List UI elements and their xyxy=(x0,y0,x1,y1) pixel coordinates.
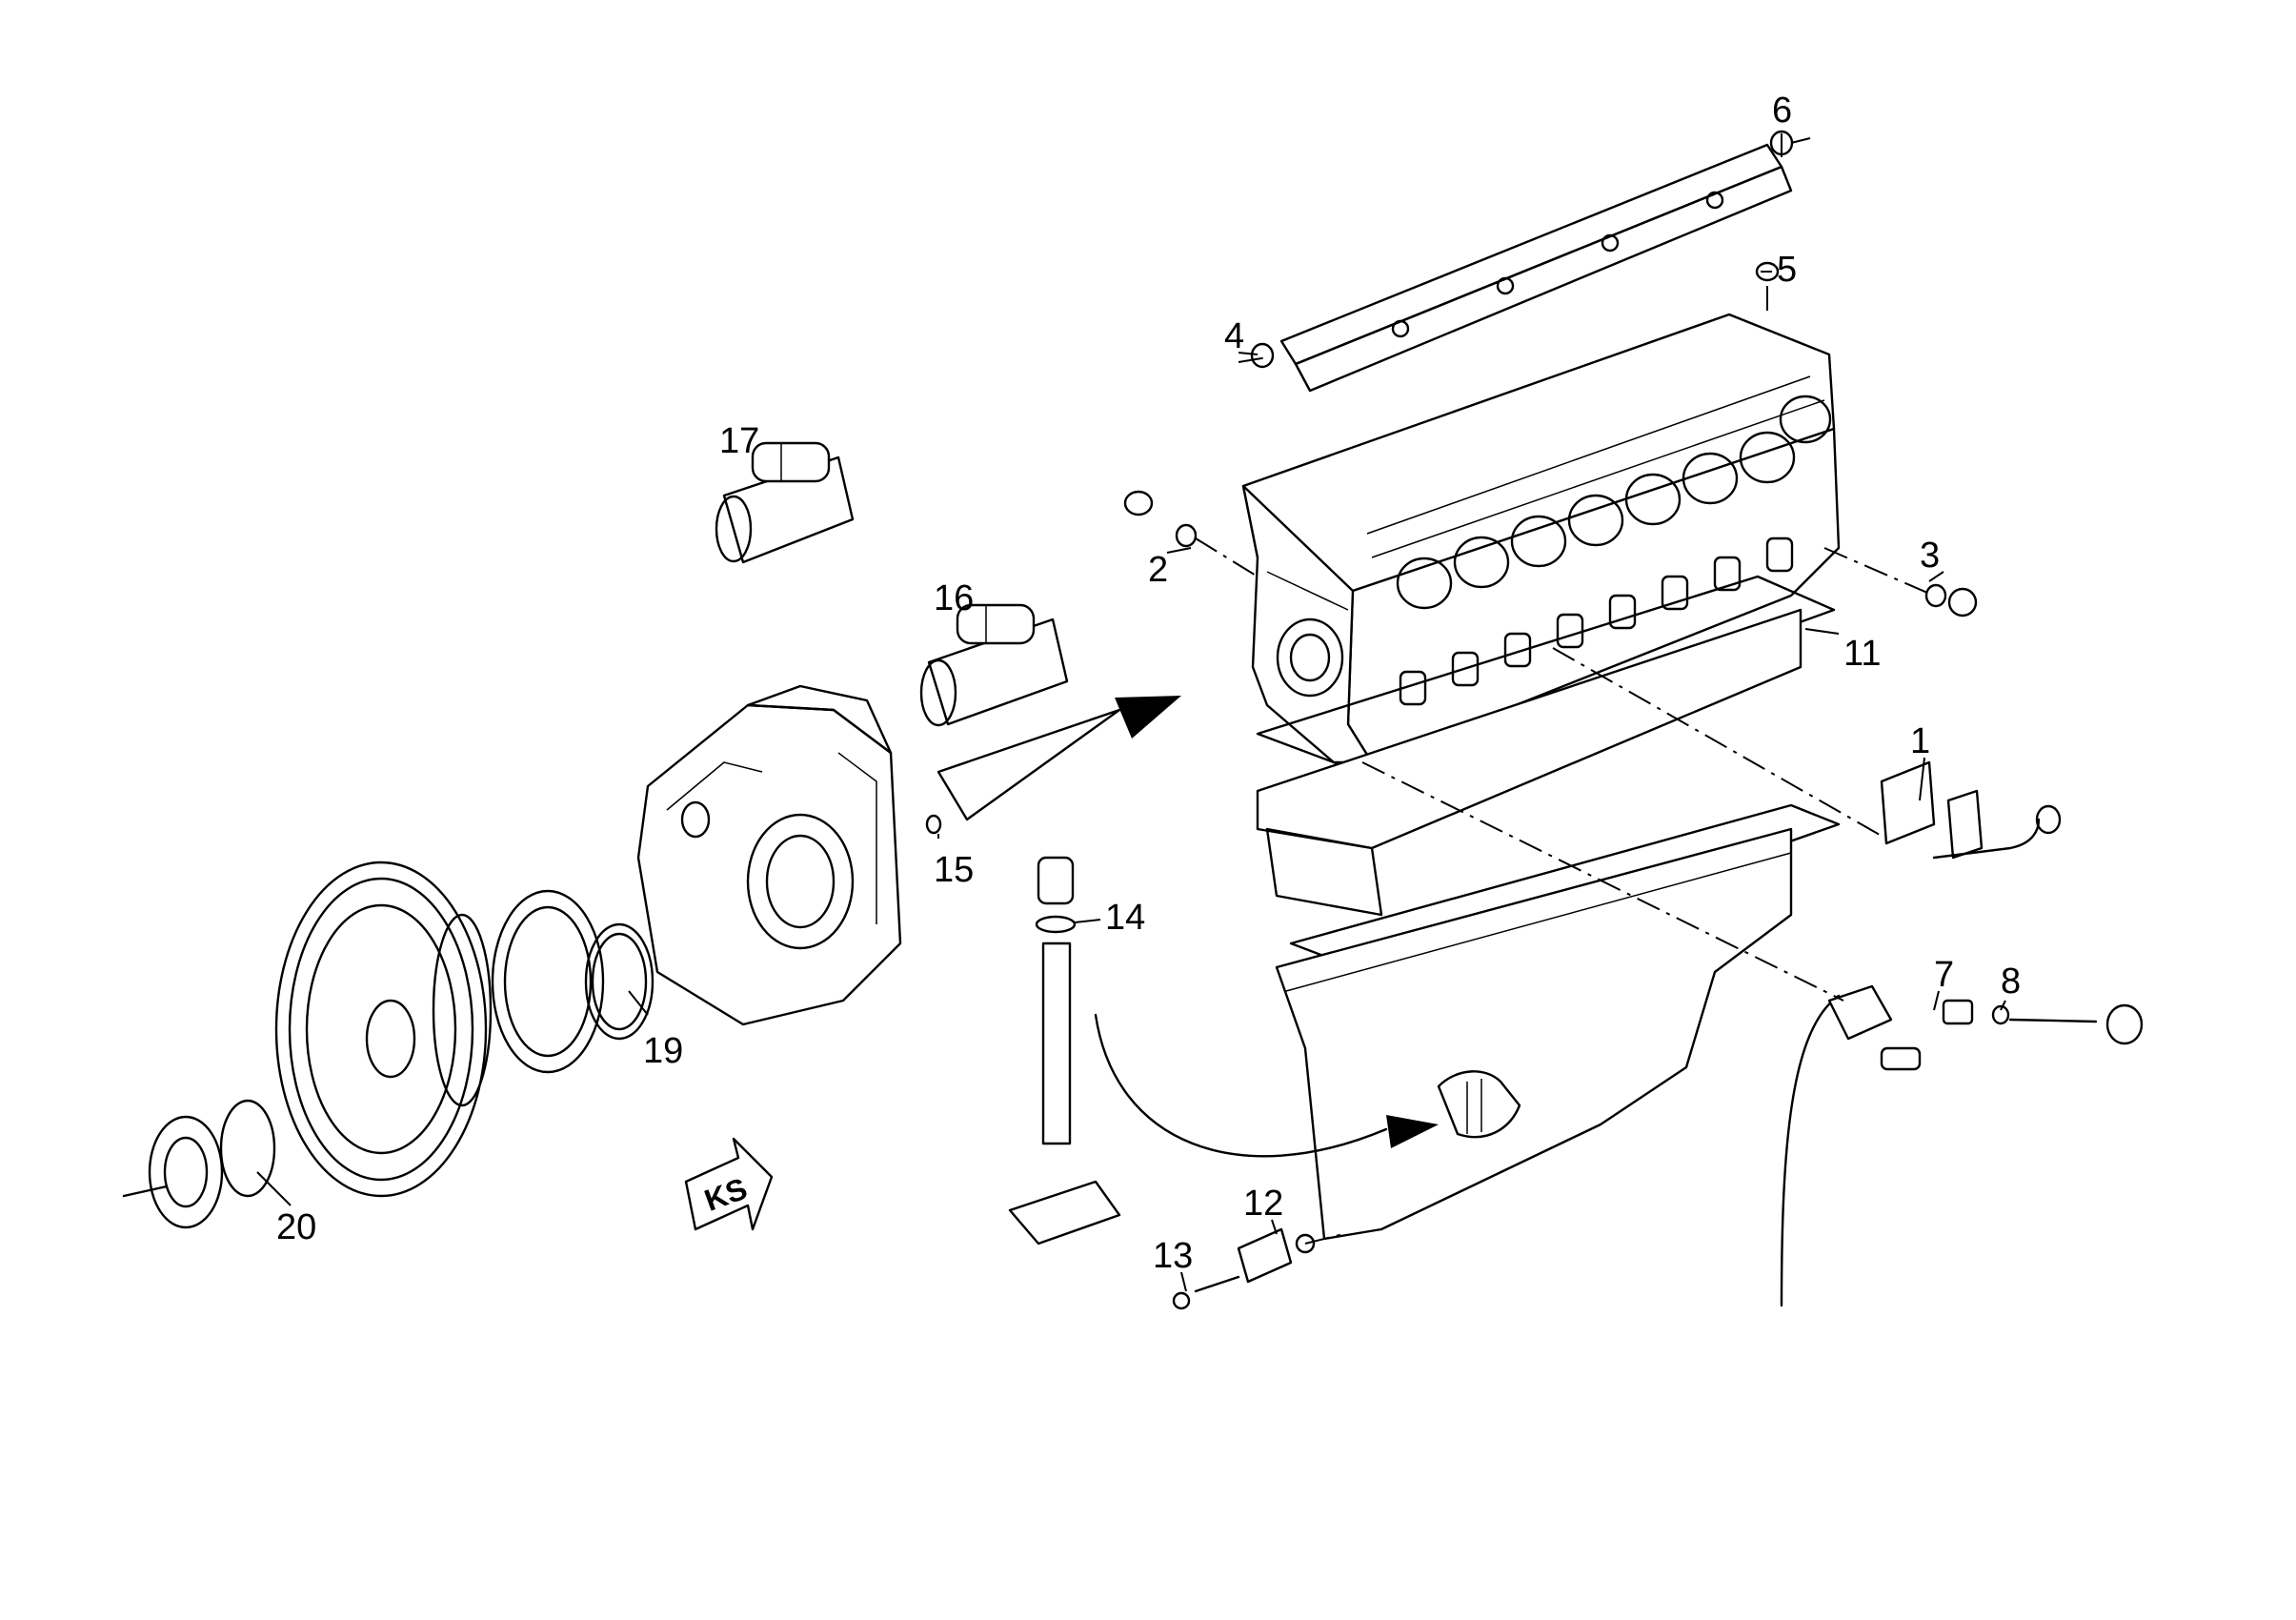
callout-1: 1 xyxy=(1910,721,1930,761)
assembly-arrow xyxy=(937,696,1181,821)
dipstick-tube xyxy=(1008,856,1121,1245)
callout-13: 13 xyxy=(1153,1236,1193,1276)
cylinder-bores xyxy=(1396,395,1832,610)
callout-3: 3 xyxy=(1920,536,1940,576)
assembly-center-lines xyxy=(1195,133,1935,1245)
flywheel-housing xyxy=(636,684,902,1026)
coolant-pipe xyxy=(1880,760,2062,860)
bolt-13 xyxy=(1172,1275,1240,1310)
top-rail xyxy=(1279,143,1793,393)
flywheel xyxy=(274,861,493,1198)
callout-16: 16 xyxy=(934,578,974,618)
callout-4: 4 xyxy=(1224,316,1244,356)
ks-direction-badge: KS xyxy=(684,1137,774,1231)
curved-arrow xyxy=(1094,1013,1439,1158)
starter-motor-16 xyxy=(919,603,1069,727)
callout-17: 17 xyxy=(719,421,759,461)
oil-line xyxy=(1780,984,2144,1307)
pulley xyxy=(122,1099,276,1229)
callout-11: 11 xyxy=(1843,634,1881,674)
callout-8: 8 xyxy=(2001,962,2021,1002)
callout-20: 20 xyxy=(276,1207,316,1247)
engine-block xyxy=(1241,313,1841,764)
callout-6: 6 xyxy=(1772,91,1792,131)
callout-leaders xyxy=(256,137,2006,1292)
callout-19: 19 xyxy=(643,1031,683,1071)
ring-gear xyxy=(491,889,605,1074)
bracket-12 xyxy=(1237,1227,1316,1284)
callout-12: 12 xyxy=(1243,1184,1283,1224)
callout-5: 5 xyxy=(1777,250,1797,290)
callout-labels: 1 2 3 4 5 6 7 8 11 12 13 14 15 16 17 19 … xyxy=(276,91,2021,1276)
seal-ring-19 xyxy=(584,922,655,1041)
callout-7: 7 xyxy=(1934,955,1954,995)
callout-15: 15 xyxy=(934,850,974,890)
starter-motor-17 xyxy=(715,441,855,564)
callout-2: 2 xyxy=(1148,550,1168,590)
callout-14: 14 xyxy=(1105,898,1145,938)
